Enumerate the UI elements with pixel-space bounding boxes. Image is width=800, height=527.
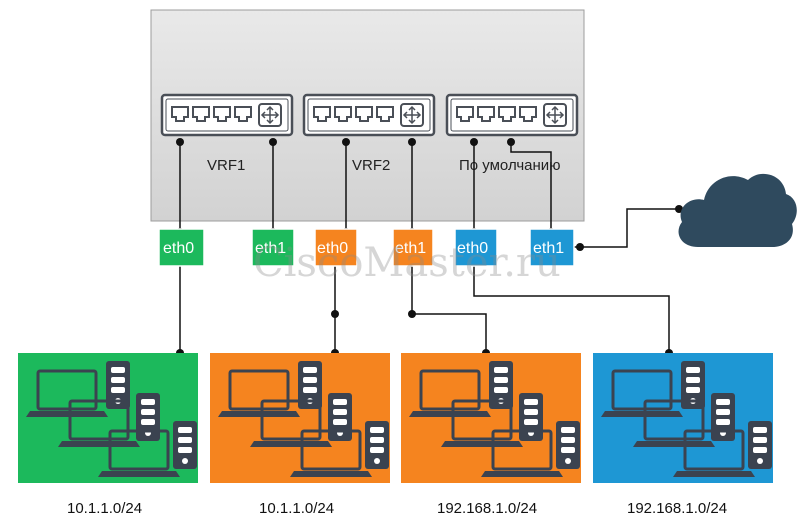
default-vrf-label: По умолчанию [459,157,560,174]
connection-lines [179,142,679,353]
subnet-label-orange-2: 192.168.1.0/24 [437,500,537,517]
port-vrf1-eth1: eth1 [251,228,295,267]
port-default-eth0: eth0 [454,228,498,267]
port-vrf1-eth0: eth0 [158,228,205,267]
network-orange-2 [401,353,581,483]
network-orange-1 [210,353,390,483]
network-blue [593,353,773,483]
vrf2-label: VRF2 [352,157,390,174]
cloud-icon [678,173,797,247]
vrf1-label: VRF1 [207,157,245,174]
port-label: eth1 [395,240,426,257]
network-green [18,353,198,483]
port-label: eth1 [533,240,564,257]
port-label: eth0 [317,240,348,257]
port-label: eth1 [255,240,286,257]
watermark-text: CiscoMaster.ru [253,240,561,286]
port-label: eth0 [457,240,488,257]
subnet-label-green: 10.1.1.0/24 [67,500,142,517]
default-vrf-switch-icon [445,93,579,137]
vrf1-switch-icon [160,93,294,137]
subnet-label-blue: 192.168.1.0/24 [627,500,727,517]
port-default-eth1: eth1 [529,228,575,267]
port-label: eth0 [163,240,194,257]
subnet-label-orange-1: 10.1.1.0/24 [259,500,334,517]
port-vrf2-eth0: eth0 [314,228,358,267]
vrf2-switch-icon [302,93,436,137]
port-vrf2-eth1: eth1 [392,228,434,267]
